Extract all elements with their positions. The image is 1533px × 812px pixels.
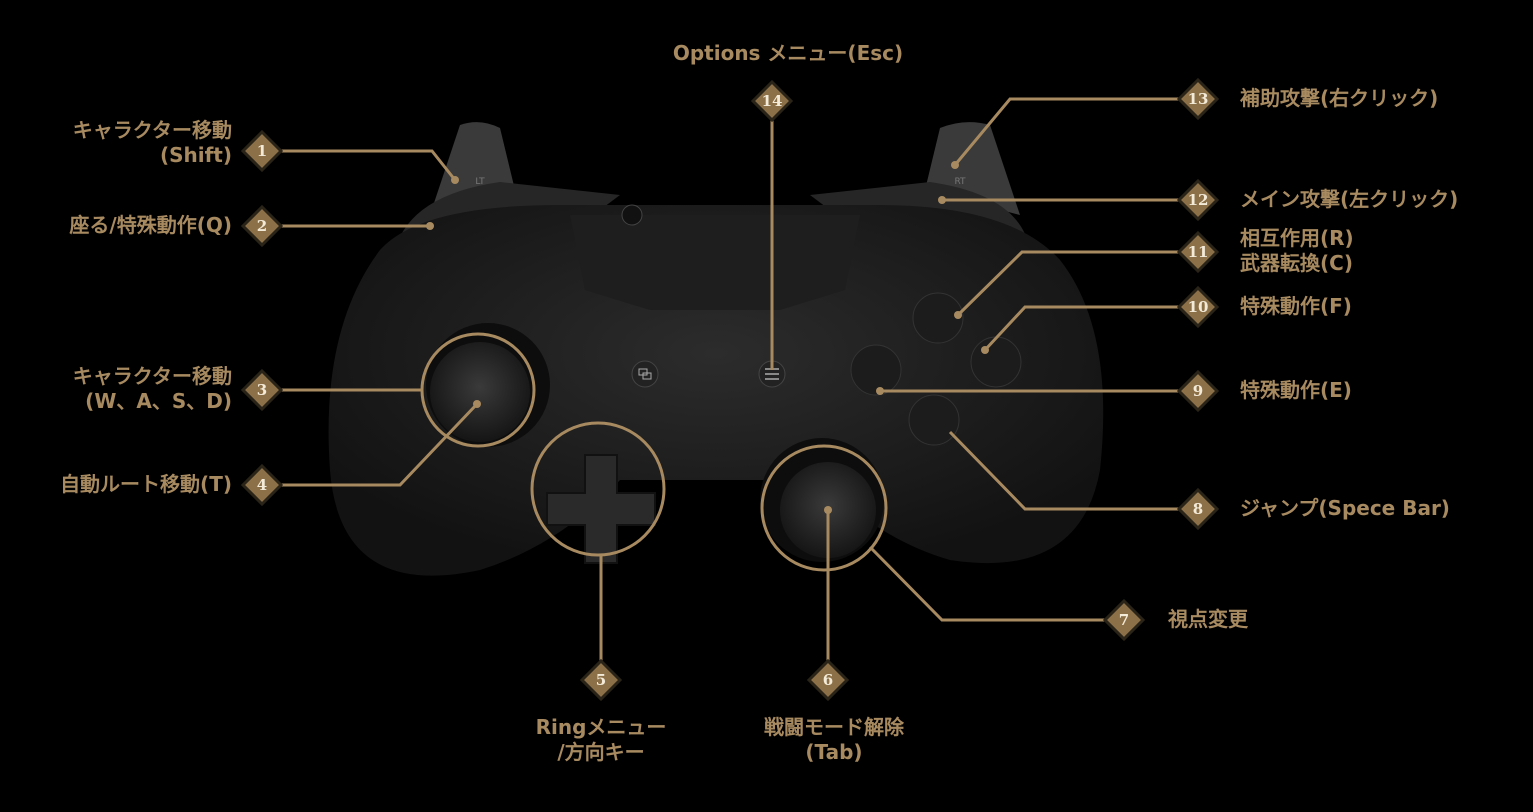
left-stick	[430, 342, 530, 442]
leader-lines	[262, 97, 1198, 680]
callout-label-line: 武器転換(C)	[1240, 251, 1353, 275]
a-button	[908, 394, 960, 446]
callout-label-14: Options メニュー(Esc)	[638, 41, 938, 66]
callout-label-line: (Tab)	[805, 740, 863, 764]
callout-label-line: Options メニュー(Esc)	[672, 41, 904, 65]
svg-text:14: 14	[762, 92, 783, 110]
callout-label-line: 自動ルート移動(T)	[60, 472, 232, 496]
b-button	[970, 336, 1022, 388]
callout-marker-7: 7	[1102, 598, 1146, 642]
svg-text:11: 11	[1188, 243, 1209, 261]
center-panel	[570, 215, 860, 310]
callout-label-9: 特殊動作(E)	[1240, 378, 1352, 403]
callout-label-4: 自動ルート移動(T)	[60, 472, 232, 497]
callout-label-line: Ringメニュー	[535, 715, 667, 739]
svg-text:13: 13	[1188, 90, 1209, 108]
callout-marker-6: 6	[806, 658, 850, 702]
svg-text:10: 10	[1188, 298, 1209, 316]
callout-label-line: 特殊動作(F)	[1240, 294, 1352, 318]
svg-text:8: 8	[1193, 500, 1203, 518]
x-button	[850, 344, 902, 396]
callout-label-7: 視点変更	[1168, 607, 1248, 632]
callout-marker-4: 4	[240, 463, 284, 507]
callout-label-line: /方向キー	[557, 740, 645, 764]
callout-marker-9: 9	[1176, 369, 1220, 413]
callout-label-10: 特殊動作(F)	[1240, 294, 1352, 319]
svg-text:1: 1	[257, 142, 267, 160]
dpad	[546, 454, 656, 564]
callout-label-line: (W、A、S、D)	[85, 389, 232, 413]
callout-label-line: ジャンプ(Spece Bar)	[1240, 496, 1450, 520]
svg-text:2: 2	[257, 217, 267, 235]
svg-text:7: 7	[1119, 611, 1129, 629]
callout-marker-1: 1	[240, 129, 284, 173]
callout-label-13: 補助攻撃(右クリック)	[1240, 86, 1438, 111]
callout-label-line: 補助攻撃(右クリック)	[1240, 86, 1439, 110]
callout-marker-8: 8	[1176, 487, 1220, 531]
callout-marker-11: 11	[1176, 230, 1220, 274]
callout-label-6: 戦闘モード解除(Tab)	[684, 715, 984, 765]
svg-text:3: 3	[257, 381, 267, 399]
callout-marker-5: 5	[579, 658, 623, 702]
callout-label-11: 相互作用(R)武器転換(C)	[1240, 226, 1354, 276]
svg-text:12: 12	[1188, 191, 1209, 209]
svg-text:9: 9	[1193, 382, 1203, 400]
view-button	[631, 360, 659, 388]
svg-text:5: 5	[596, 671, 606, 689]
callout-label-line: 相互作用(R)	[1240, 226, 1354, 250]
callout-label-line: 座る/特殊動作(Q)	[69, 213, 232, 237]
callout-marker-12: 12	[1176, 178, 1220, 222]
callout-label-line: 戦闘モード解除	[764, 715, 904, 739]
y-button	[912, 292, 964, 344]
callout-marker-14: 14	[750, 79, 794, 123]
callout-label-line: 視点変更	[1168, 607, 1248, 631]
callout-label-line: (Shift)	[159, 143, 232, 167]
lt-label: LT	[475, 177, 485, 187]
svg-text:4: 4	[257, 476, 267, 494]
callout-marker-3: 3	[240, 368, 284, 412]
callout-marker-2: 2	[240, 204, 284, 248]
rt-label: RT	[954, 177, 966, 187]
callout-label-line: メイン攻撃(左クリック)	[1240, 187, 1459, 211]
callout-marker-13: 13	[1176, 77, 1220, 121]
svg-text:6: 6	[823, 671, 833, 689]
callout-label-5: Ringメニュー/方向キー	[451, 715, 751, 765]
callout-label-3: キャラクター移動(W、A、S、D)	[73, 364, 232, 414]
callout-label-line: 特殊動作(E)	[1240, 378, 1352, 402]
callout-label-2: 座る/特殊動作(Q)	[69, 213, 232, 238]
callout-label-line: キャラクター移動	[72, 118, 232, 142]
callout-label-line: キャラクター移動	[72, 364, 232, 388]
callout-label-8: ジャンプ(Spece Bar)	[1240, 496, 1450, 521]
callout-label-12: メイン攻撃(左クリック)	[1240, 187, 1458, 212]
callout-marker-10: 10	[1176, 285, 1220, 329]
callout-label-1: キャラクター移動(Shift)	[73, 118, 232, 168]
controller-body	[328, 205, 1104, 576]
